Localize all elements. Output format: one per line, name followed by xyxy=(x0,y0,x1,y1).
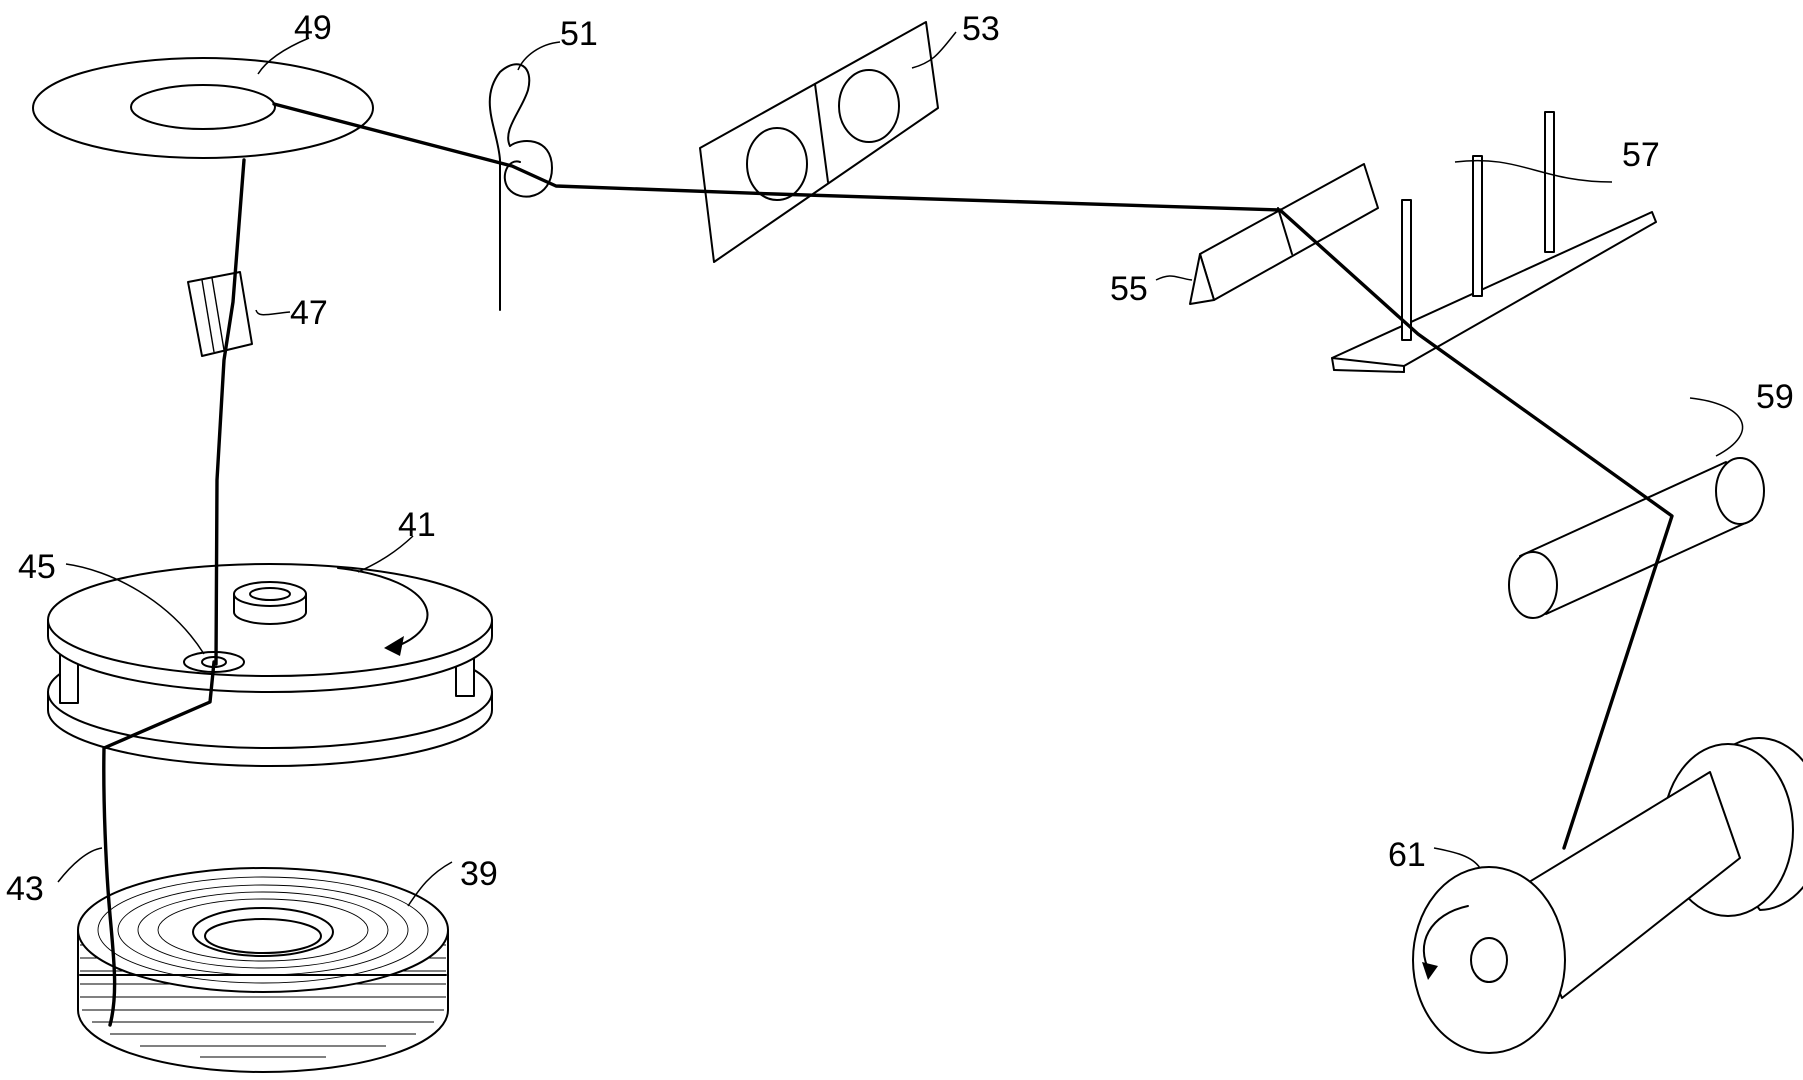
label-47: 47 xyxy=(290,294,328,332)
rotating-disc-41 xyxy=(48,564,492,766)
holed-plate-53 xyxy=(700,22,938,262)
roll-59 xyxy=(1509,458,1764,618)
yarn-package-39 xyxy=(78,868,448,1072)
comb-guide-57 xyxy=(1332,112,1656,372)
label-61: 61 xyxy=(1388,836,1426,874)
label-43: 43 xyxy=(6,870,44,908)
label-51: 51 xyxy=(560,15,598,53)
label-49: 49 xyxy=(294,9,332,47)
tension-device-47 xyxy=(188,272,252,356)
pigtail-guide-51 xyxy=(490,64,552,310)
label-59: 59 xyxy=(1756,378,1794,416)
label-55: 55 xyxy=(1110,270,1148,308)
label-41: 41 xyxy=(398,506,436,544)
leader-lines xyxy=(58,32,1743,906)
take-up-bobbin-61 xyxy=(1413,738,1803,1053)
label-53: 53 xyxy=(962,10,1000,48)
label-45: 45 xyxy=(18,548,56,586)
bar-guide-55 xyxy=(1190,164,1378,304)
label-39: 39 xyxy=(460,855,498,893)
guide-ring-49 xyxy=(33,58,373,158)
label-57: 57 xyxy=(1622,136,1660,174)
